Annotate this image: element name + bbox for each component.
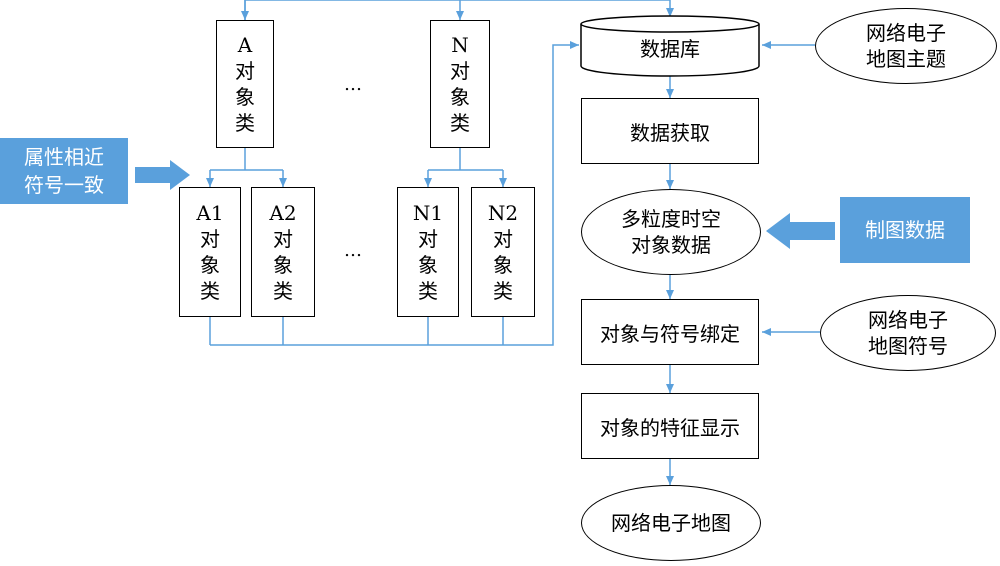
class-a2-line-2: 对 bbox=[273, 227, 293, 251]
class-n2-line-3: 象 bbox=[493, 253, 513, 277]
class-n-line-4: 类 bbox=[450, 111, 470, 135]
symbol-binding-box: 对象与符号绑定 bbox=[581, 299, 759, 365]
class-n1-line-3: 象 bbox=[418, 253, 438, 277]
class-a-box: A 对 象 类 bbox=[216, 20, 274, 148]
class-n1-line-2: 对 bbox=[418, 227, 438, 251]
class-n2-box: N2 对 象 类 bbox=[471, 187, 535, 317]
class-a1-line-3: 象 bbox=[200, 253, 220, 277]
data-acquisition-box: 数据获取 bbox=[581, 98, 759, 164]
class-n-box: N 对 象 类 bbox=[430, 20, 490, 148]
class-a1-line-2: 对 bbox=[200, 227, 220, 251]
class-n-line-2: 对 bbox=[450, 59, 470, 83]
class-n-line-1: N bbox=[451, 33, 469, 57]
class-a-line-4: 类 bbox=[235, 111, 255, 135]
class-a1-line-1: A1 bbox=[196, 201, 224, 225]
class-a2-line-1: A2 bbox=[269, 201, 297, 225]
class-a-line-3: 象 bbox=[235, 85, 255, 109]
cartographic-data-label: 制图数据 bbox=[840, 197, 970, 263]
class-n2-line-2: 对 bbox=[493, 227, 513, 251]
class-a2-line-3: 象 bbox=[273, 253, 293, 277]
class-n1-box: N1 对 象 类 bbox=[397, 187, 459, 317]
database-label: 数据库 bbox=[640, 36, 700, 61]
class-a1-line-4: 类 bbox=[200, 279, 220, 303]
web-map-oval: 网络电子地图 bbox=[581, 485, 761, 561]
top-connector-line bbox=[244, 0, 460, 20]
similar-attributes-note: 属性相近 符号一致 bbox=[0, 138, 128, 204]
database-cylinder bbox=[580, 15, 760, 77]
map-theme-oval: 网络电子 地图主题 bbox=[815, 8, 997, 84]
ellipsis-bottom: … bbox=[344, 240, 364, 261]
class-n1-line-4: 类 bbox=[418, 279, 438, 303]
block-arrow-right bbox=[135, 160, 190, 190]
class-n2-line-4: 类 bbox=[493, 279, 513, 303]
class-n1-line-1: N1 bbox=[412, 201, 444, 225]
class-n-line-3: 象 bbox=[450, 85, 470, 109]
class-n2-line-1: N2 bbox=[487, 201, 519, 225]
map-symbols-oval: 网络电子 地图符号 bbox=[820, 295, 996, 371]
class-a-line-2: 对 bbox=[235, 59, 255, 83]
block-arrow-left bbox=[766, 213, 835, 249]
ellipsis-top: … bbox=[344, 74, 364, 95]
class-a1-box: A1 对 象 类 bbox=[179, 187, 241, 317]
class-a2-line-4: 类 bbox=[273, 279, 293, 303]
feature-display-box: 对象的特征显示 bbox=[581, 393, 759, 459]
class-a2-box: A2 对 象 类 bbox=[251, 187, 315, 317]
spatiotemporal-data-oval: 多粒度时空 对象数据 bbox=[581, 189, 761, 275]
class-a-line-1: A bbox=[237, 33, 253, 57]
